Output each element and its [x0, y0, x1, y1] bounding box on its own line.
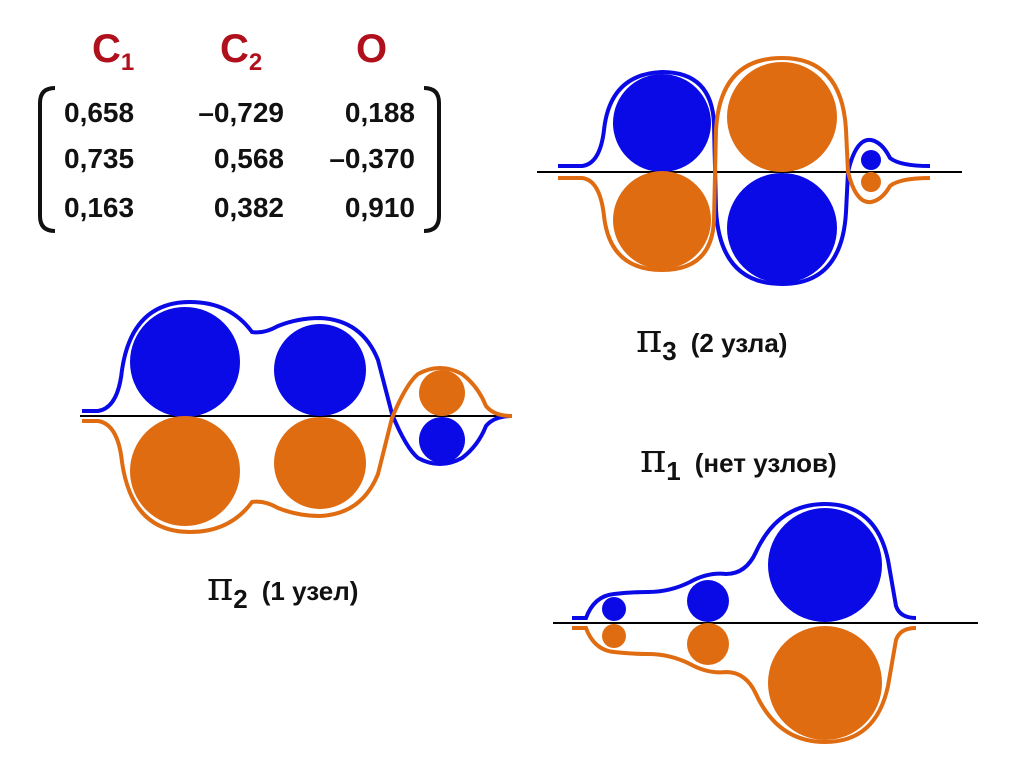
cell-r1-c3: 0,188 — [345, 97, 415, 128]
cell-r3-c2: 0,382 — [214, 192, 284, 223]
cell-r3-c3: 0,910 — [345, 192, 415, 223]
pi1-c1-upper-lobe — [602, 597, 626, 621]
pi3-index: 3 — [662, 336, 676, 366]
pi1-o-upper-lobe — [768, 508, 882, 622]
header-c2-sub: 2 — [249, 49, 262, 76]
pi2-negative-envelope — [82, 366, 513, 535]
cell-r2-c2: 0,568 — [214, 143, 284, 174]
pi2-o-upper-lobe — [419, 370, 465, 416]
pi1-c2-upper-lobe — [687, 580, 729, 622]
pi3-caption: π3 (2 узла) — [636, 316, 787, 366]
header-o: O — [356, 27, 387, 71]
pi3-c2-lower-lobe — [727, 173, 837, 283]
header-o-base: O — [356, 27, 387, 71]
pi1-c1-lower-lobe — [602, 624, 626, 648]
pi3-c1-lower-lobe — [613, 171, 711, 269]
pi3-symbol: π — [636, 316, 662, 362]
pi2-symbol: π — [207, 564, 233, 610]
header-c2: C2 — [220, 27, 262, 76]
cell-r2-c3: –0,370 — [329, 143, 415, 174]
coefficient-matrix: C1 C2 O 0,658 –0,729 0,188 0,735 0,568 –… — [38, 27, 441, 233]
pi1-negative-envelope — [572, 626, 917, 745]
pi1-symbol: π — [640, 436, 666, 482]
pi3-o-upper-lobe — [861, 150, 881, 170]
pi2-orbital — [80, 299, 513, 535]
pi1-index: 1 — [666, 456, 680, 486]
pi1-label: (нет узлов) — [695, 448, 837, 478]
pi2-c1-upper-lobe — [130, 307, 240, 417]
pi2-c2-upper-lobe — [274, 324, 366, 416]
pi3-positive-envelope — [558, 69, 931, 287]
pi2-positive-envelope — [82, 299, 513, 466]
pi3-negative-envelope — [558, 55, 931, 273]
pi3-orbital — [537, 55, 962, 287]
pi2-c1-lower-lobe — [130, 416, 240, 526]
header-c2-base: C — [220, 27, 249, 71]
pi1-orbital — [553, 501, 978, 745]
pi2-index: 2 — [233, 584, 247, 614]
pi3-c1-upper-lobe — [613, 74, 711, 172]
pi2-caption: π2 (1 узел) — [207, 564, 358, 614]
pi1-positive-envelope — [572, 501, 917, 620]
pi1-caption: π1 (нет узлов) — [640, 436, 837, 486]
pi3-c2-upper-lobe — [727, 62, 837, 172]
pi2-c2-lower-lobe — [274, 417, 366, 509]
right-bracket — [423, 86, 441, 233]
pi1-o-lower-lobe — [768, 626, 882, 740]
header-c1-sub: 1 — [121, 49, 134, 76]
header-c1-base: C — [92, 27, 121, 71]
header-c1: C1 — [92, 27, 134, 76]
pi2-o-lower-lobe — [419, 417, 465, 463]
pi1-c2-lower-lobe — [687, 623, 729, 665]
pi3-label: (2 узла) — [691, 328, 788, 358]
cell-r3-c1: 0,163 — [64, 192, 134, 223]
cell-r1-c2: –0,729 — [198, 97, 284, 128]
cell-r2-c1: 0,735 — [64, 143, 134, 174]
cell-r1-c1: 0,658 — [64, 97, 134, 128]
pi2-label: (1 узел) — [262, 576, 359, 606]
left-bracket — [38, 86, 56, 233]
pi3-o-lower-lobe — [861, 172, 881, 192]
